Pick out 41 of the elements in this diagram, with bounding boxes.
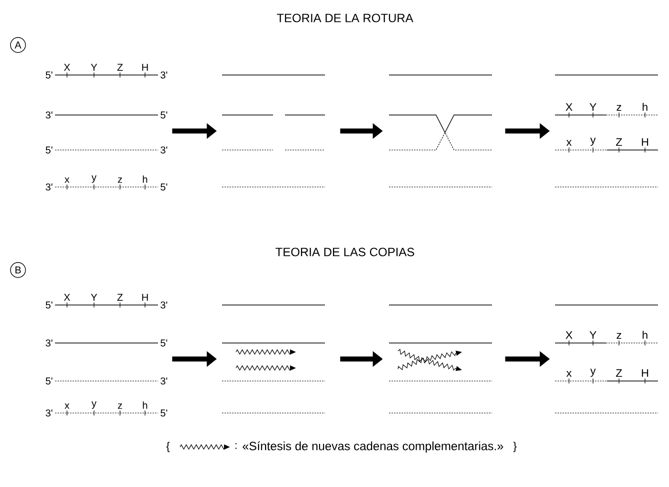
panel-letter: B	[10, 262, 26, 278]
end-label: 5'	[46, 72, 52, 78]
gene-letter: h	[642, 330, 648, 339]
heading: TEORIA DE LAS COPIAS	[276, 248, 414, 256]
gene-letter: X	[566, 331, 572, 339]
dna-strands-drawing	[222, 304, 326, 414]
gene-letter: Y	[590, 103, 596, 111]
gene-letter: y	[92, 401, 96, 409]
gene-letter: y	[590, 368, 596, 377]
gene-letter: H	[642, 138, 648, 146]
dna-strands-drawing	[54, 72, 158, 190]
gene-letter: X	[566, 103, 572, 111]
gene-letter: y	[590, 138, 596, 146]
gene-letter: z	[616, 333, 622, 339]
gene-letter: h	[142, 176, 148, 183]
gene-letter: Z	[616, 138, 622, 146]
colon: :	[235, 443, 237, 449]
brace: {	[166, 442, 170, 452]
gene-letter: h	[142, 402, 148, 409]
legend-text: «Síntesis de nuevas cadenas complementarias.»	[242, 441, 504, 453]
gene-letter: z	[118, 178, 122, 183]
gene-letter: x	[566, 140, 572, 146]
dna-strands-drawing	[222, 74, 326, 188]
dna-strands-drawing	[554, 304, 658, 414]
gene-letter: Z	[616, 369, 622, 377]
gene-letter: z	[118, 404, 122, 409]
panel-letter: A	[10, 37, 26, 53]
gene-letter: x	[64, 404, 70, 409]
dna-strands-drawing	[388, 304, 492, 414]
gene-letter: h	[642, 102, 648, 111]
dna-strands-drawing	[54, 302, 158, 416]
gene-letter: y	[92, 175, 96, 183]
dna-strands-drawing	[388, 74, 492, 188]
heading: TEORIA DE LA ROTURA	[276, 14, 414, 22]
gene-letter: H	[642, 369, 648, 377]
gene-letter: x	[566, 371, 572, 377]
brace: }	[513, 442, 517, 452]
gene-letter: x	[64, 178, 70, 183]
gene-letter: z	[616, 105, 622, 111]
dna-strands-drawing	[554, 74, 658, 188]
gene-letter: Y	[590, 331, 596, 339]
